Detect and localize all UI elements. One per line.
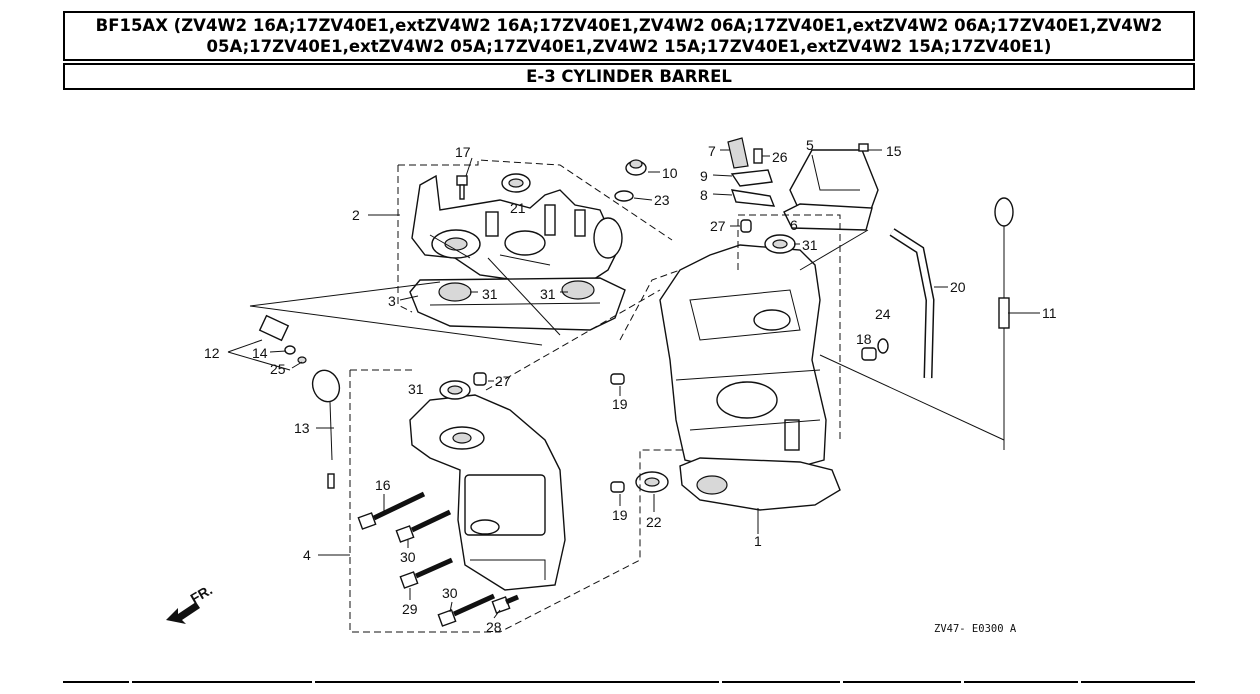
section-title: E-3 CYLINDER BARREL — [63, 63, 1195, 90]
washer-24 — [877, 338, 889, 354]
bolt-15 — [858, 143, 869, 152]
cylinder-head — [411, 174, 623, 286]
callout-22: 22 — [646, 514, 662, 530]
callout-31: 31 — [482, 286, 498, 302]
breather-tube — [889, 228, 935, 379]
callout-26: 26 — [772, 149, 788, 165]
bolt-17 — [456, 175, 468, 200]
callout-31: 31 — [540, 286, 556, 302]
dowel-27-lower — [473, 372, 487, 386]
screw-26 — [753, 148, 763, 164]
callout-23: 23 — [654, 192, 670, 208]
callout-30: 30 — [442, 585, 458, 601]
head-gasket — [409, 277, 626, 331]
callout-16: 16 — [375, 477, 391, 493]
callout-21: 21 — [510, 200, 526, 216]
section-title-text: E-3 CYLINDER BARREL — [526, 67, 732, 86]
callout-24: 24 — [875, 306, 891, 322]
footer-rule — [63, 681, 129, 683]
callout-28: 28 — [486, 619, 502, 635]
callout-17: 17 — [455, 144, 471, 160]
dowel-27-upper — [740, 219, 752, 233]
cover-gasket — [783, 203, 873, 231]
callout-29: 29 — [402, 601, 418, 617]
callout-25: 25 — [270, 361, 286, 377]
callout-19: 19 — [612, 396, 628, 412]
dipstick — [994, 197, 1014, 450]
callout-13: 13 — [294, 420, 310, 436]
model-title-text: BF15AX (ZV4W2 16A;17ZV40E1,extZV4W2 16A;… — [95, 16, 1163, 56]
front-direction-arrow: FR. — [166, 581, 215, 624]
plate-9 — [730, 169, 773, 187]
callout-14: 14 — [252, 345, 268, 361]
bolt-29 — [399, 557, 454, 589]
callout-19: 19 — [612, 507, 628, 523]
crankcase-cover — [409, 394, 566, 591]
thermostat-sensor — [311, 369, 341, 489]
dowel-pin-19-bottom — [610, 481, 625, 493]
callout-12: 12 — [204, 345, 220, 361]
callout-15: 15 — [886, 143, 902, 159]
callout-1: 1 — [754, 533, 762, 549]
footer-rule — [1081, 681, 1195, 683]
callout-18: 18 — [856, 331, 872, 347]
callout-11: 11 — [1042, 305, 1057, 321]
callout-20: 20 — [950, 279, 966, 295]
bolt-30-upper — [395, 509, 452, 543]
callout-5: 5 — [806, 137, 814, 153]
footer-rule — [964, 681, 1078, 683]
callout-27: 27 — [495, 373, 511, 389]
callout-8: 8 — [700, 187, 708, 203]
callout-31: 31 — [802, 237, 818, 253]
plate-8 — [730, 189, 776, 207]
front-label: FR. — [188, 581, 216, 606]
diagram-code: ZV47- E0300 A — [934, 623, 1017, 635]
callout-27: 27 — [710, 218, 726, 234]
callout-31: 31 — [408, 381, 424, 397]
footer-rule — [132, 681, 312, 683]
bolt-30-lower — [437, 593, 496, 627]
cylinder-block — [659, 244, 827, 471]
callout-3: 3 — [388, 293, 396, 309]
callout-30: 30 — [400, 549, 416, 565]
dowel-pin-19-top — [610, 373, 625, 385]
footer-rule — [722, 681, 840, 683]
bolt-16 — [357, 491, 426, 530]
callout-6: 6 — [790, 217, 798, 233]
callout-4: 4 — [303, 547, 311, 563]
callout-2: 2 — [352, 207, 360, 223]
leader-lines — [227, 149, 1040, 619]
callout-9: 9 — [700, 168, 708, 184]
footer-rule — [843, 681, 961, 683]
block-gasket — [679, 457, 841, 511]
bolt-28 — [491, 594, 519, 614]
callout-7: 7 — [708, 143, 716, 159]
reed-7 — [727, 137, 749, 169]
breather-cover — [789, 149, 879, 213]
oil-pressure-switch — [258, 314, 307, 364]
footer-rule — [315, 681, 719, 683]
oil-filler-cap — [614, 159, 647, 202]
model-title: BF15AX (ZV4W2 16A;17ZV40E1,extZV4W2 16A;… — [63, 11, 1195, 61]
dowel-18 — [861, 347, 877, 361]
callout-10: 10 — [662, 165, 678, 181]
